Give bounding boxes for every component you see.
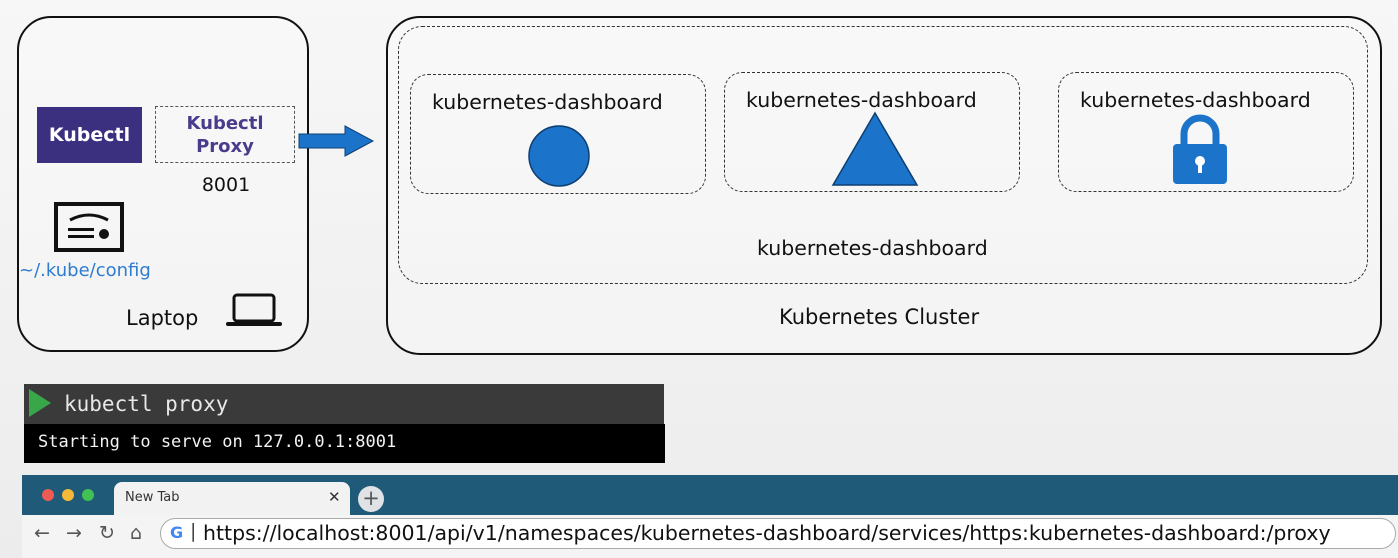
window-maximize-dot[interactable] (82, 489, 94, 501)
namespace-box (398, 26, 1368, 284)
proxy-to-cluster-arrow (298, 125, 375, 157)
tab-title: New Tab (125, 490, 180, 505)
pod-label-lock: kubernetes-dashboard (1080, 88, 1311, 112)
laptop-label: Laptop (126, 306, 199, 330)
kubeconfig-path: ~/.kube/config (19, 260, 151, 281)
proxy-port-label: 8001 (201, 174, 251, 196)
url-separator: | (190, 520, 197, 542)
triangle-icon (831, 111, 919, 186)
new-tab-button[interactable]: + (358, 486, 384, 512)
pod-label-circle: kubernetes-dashboard (432, 90, 663, 114)
kubectl-badge: Kubectl (37, 107, 142, 163)
play-icon (29, 389, 51, 417)
browser-tab[interactable] (114, 482, 350, 516)
window-minimize-dot[interactable] (62, 489, 74, 501)
address-bar[interactable] (160, 518, 1396, 549)
lock-icon (1173, 114, 1227, 184)
forward-icon[interactable]: → (66, 522, 82, 544)
proxy-label-line1: Kubectl (186, 112, 264, 134)
window-close-dot[interactable] (42, 489, 54, 501)
home-icon[interactable]: ⌂ (130, 522, 143, 544)
back-icon[interactable]: ← (34, 522, 50, 544)
tab-close-icon[interactable]: ✕ (328, 488, 341, 506)
reload-icon[interactable]: ↻ (99, 522, 115, 544)
pod-box-circle (410, 74, 706, 194)
namespace-label: kubernetes-dashboard (757, 236, 988, 260)
kubectl-proxy-box: Kubectl Proxy (155, 106, 295, 163)
circle-icon (528, 125, 590, 187)
terminal-output: Starting to serve on 127.0.0.1:8001 (38, 432, 397, 452)
pod-box-lock (1058, 72, 1354, 192)
terminal-output-area (24, 424, 665, 463)
terminal-command: kubectl proxy (64, 392, 229, 416)
terminal-command-bar (24, 384, 664, 424)
google-icon: G (170, 523, 184, 542)
pod-label-triangle: kubernetes-dashboard (746, 88, 977, 112)
url-text[interactable]: https://localhost:8001/api/v1/namespaces… (203, 521, 1331, 545)
proxy-label-line2: Proxy (196, 135, 254, 157)
cluster-label: Kubernetes Cluster (779, 305, 980, 329)
laptop-icon (226, 293, 282, 326)
pod-box-triangle (724, 72, 1020, 192)
kubeconfig-file-icon (54, 202, 124, 252)
